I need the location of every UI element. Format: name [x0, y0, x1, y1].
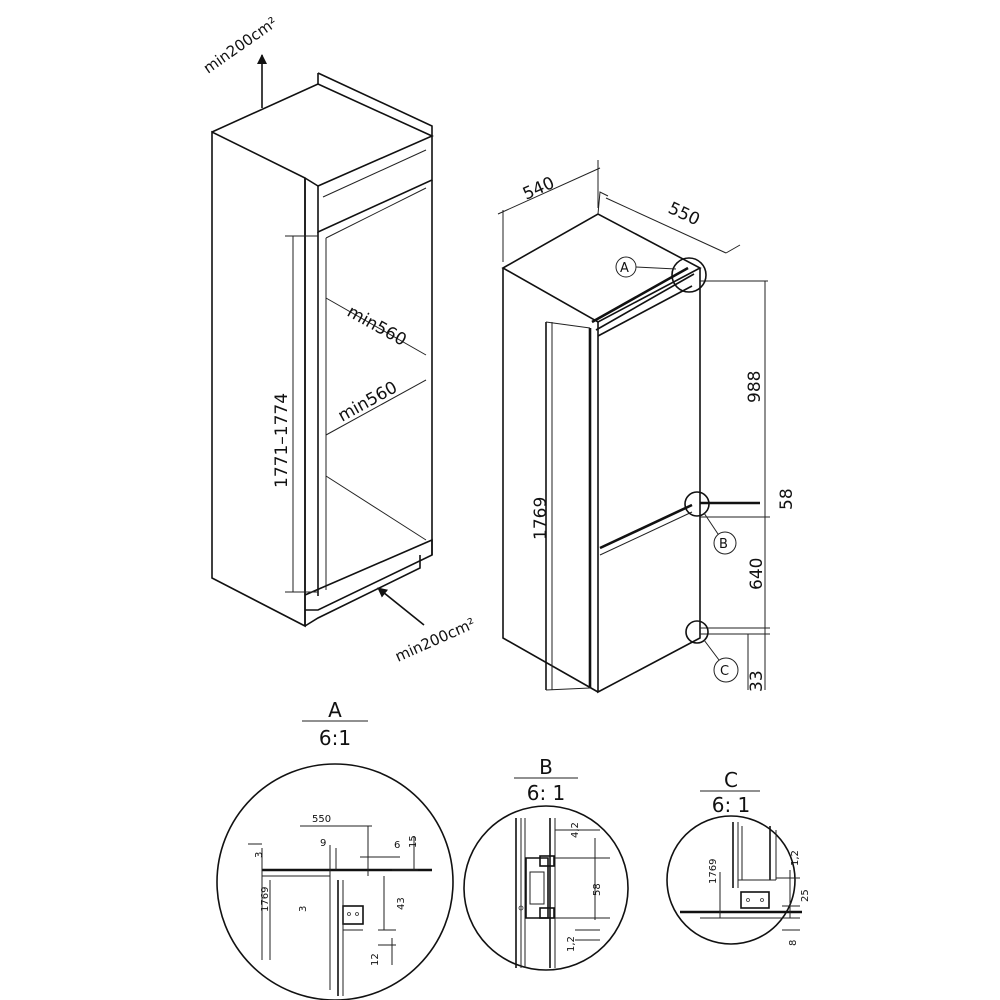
detail-a-dim-6: 6 — [394, 840, 400, 851]
detail-c-dim-12: 1,2 — [790, 850, 801, 866]
detail-a-dim-12: 12 — [370, 953, 381, 966]
detail-a-dim-43: 43 — [396, 897, 407, 910]
detail-a-dim-3-top: 3 — [254, 852, 265, 858]
marker-c: C — [720, 664, 729, 679]
detail-a — [216, 720, 454, 1000]
detail-a-letter: A — [328, 698, 342, 722]
vent-top-label: min200cm² — [200, 13, 281, 77]
depth-lower-label: min560 — [335, 378, 401, 427]
detail-c-scale: 6: 1 — [712, 793, 751, 817]
appliance-drawing — [497, 160, 770, 694]
detail-b-letter: B — [539, 755, 553, 779]
detail-a-scale: 6:1 — [319, 726, 351, 750]
detail-c-dim-25: 25 — [800, 889, 811, 902]
detail-a-dim-550: 550 — [312, 814, 331, 825]
detail-b-dim-42: 4,2 — [570, 822, 581, 838]
dim-988-label: 988 — [745, 371, 765, 403]
detail-c-dim-1769: 1769 — [708, 859, 719, 884]
appliance-width-label: 540 — [520, 173, 558, 204]
appliance-height-label: 1769 — [531, 497, 551, 540]
detail-a-dim-1769: 1769 — [260, 887, 271, 912]
detail-c-dim-8: 8 — [788, 940, 799, 946]
dim-58-label: 58 — [777, 488, 797, 510]
appliance-depth-label: 550 — [665, 198, 703, 230]
detail-a-dim-15: 15 — [408, 835, 419, 848]
detail-b — [463, 777, 629, 971]
detail-b-dim-58: 58 — [592, 883, 603, 896]
detail-b-dim-12: 1,2 — [566, 936, 577, 952]
marker-a: A — [620, 261, 629, 276]
niche-height-label: 1771–1774 — [272, 393, 292, 488]
detail-b-scale: 6: 1 — [527, 781, 566, 805]
dim-640-label: 640 — [747, 558, 767, 590]
marker-b: B — [719, 537, 728, 552]
detail-a-dim-9: 9 — [320, 838, 326, 849]
depth-upper-label: min560 — [344, 302, 410, 351]
detail-c — [666, 790, 802, 945]
dim-33-label: 33 — [747, 670, 767, 692]
detail-a-dim-3-bottom: 3 — [298, 906, 309, 912]
cabinet-drawing — [211, 54, 434, 628]
vent-bottom-label: min200cm² — [392, 614, 478, 665]
detail-c-letter: C — [724, 768, 738, 792]
